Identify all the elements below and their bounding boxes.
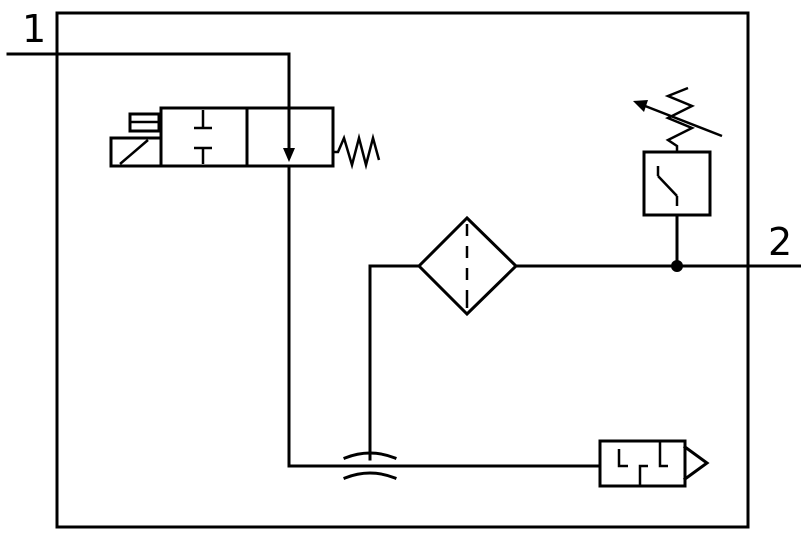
silencer-path-2 bbox=[638, 464, 648, 486]
port-2-label: 2 bbox=[768, 220, 792, 264]
switch-contact-lever bbox=[657, 175, 678, 197]
valve-outlet-line bbox=[287, 164, 602, 468]
solenoid-coil bbox=[109, 136, 163, 168]
silencer-path-3 bbox=[658, 441, 668, 468]
flow-arrow-icon bbox=[283, 148, 295, 162]
solenoid-diagonal bbox=[119, 139, 149, 165]
port-1: 1 bbox=[6, 7, 291, 56]
manual-override bbox=[128, 112, 161, 133]
port-1-label: 1 bbox=[22, 7, 46, 51]
restrictor-bottom-arc bbox=[343, 471, 397, 480]
adjust-arrow-line bbox=[639, 102, 723, 138]
silencer-body bbox=[598, 439, 687, 488]
flow-restrictor bbox=[343, 264, 397, 480]
spring-icon bbox=[333, 133, 381, 170]
silencer bbox=[598, 439, 710, 488]
adjust-arrow-icon bbox=[633, 100, 648, 112]
silencer-exhaust-icon bbox=[682, 444, 710, 482]
housing-boundary bbox=[55, 11, 750, 529]
filter-diamond bbox=[416, 215, 519, 317]
restrictor-top-arc bbox=[343, 451, 397, 460]
filter bbox=[416, 215, 519, 317]
adjustable-spring-icon bbox=[664, 86, 696, 152]
solenoid-valve bbox=[109, 52, 381, 170]
pressure-switch bbox=[633, 86, 723, 268]
silencer-path-1 bbox=[617, 449, 628, 468]
